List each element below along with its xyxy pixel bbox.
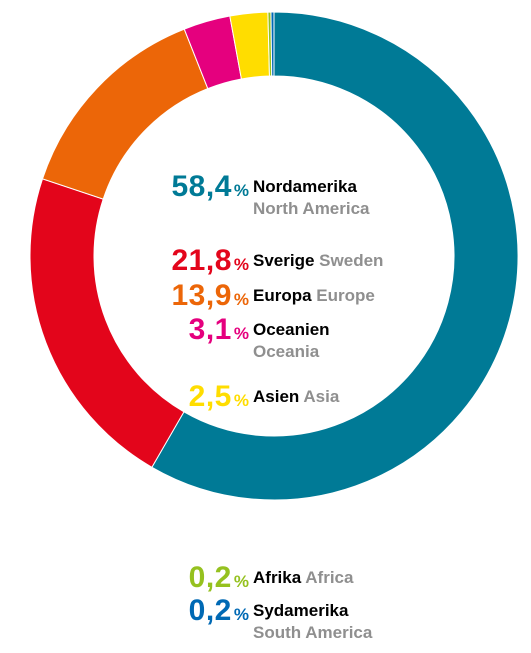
donut-slice-europe	[41, 28, 209, 200]
donut-slice-sweden	[29, 178, 185, 468]
donut-slice-south-america	[270, 11, 275, 77]
donut-slice-north-america	[151, 11, 519, 501]
